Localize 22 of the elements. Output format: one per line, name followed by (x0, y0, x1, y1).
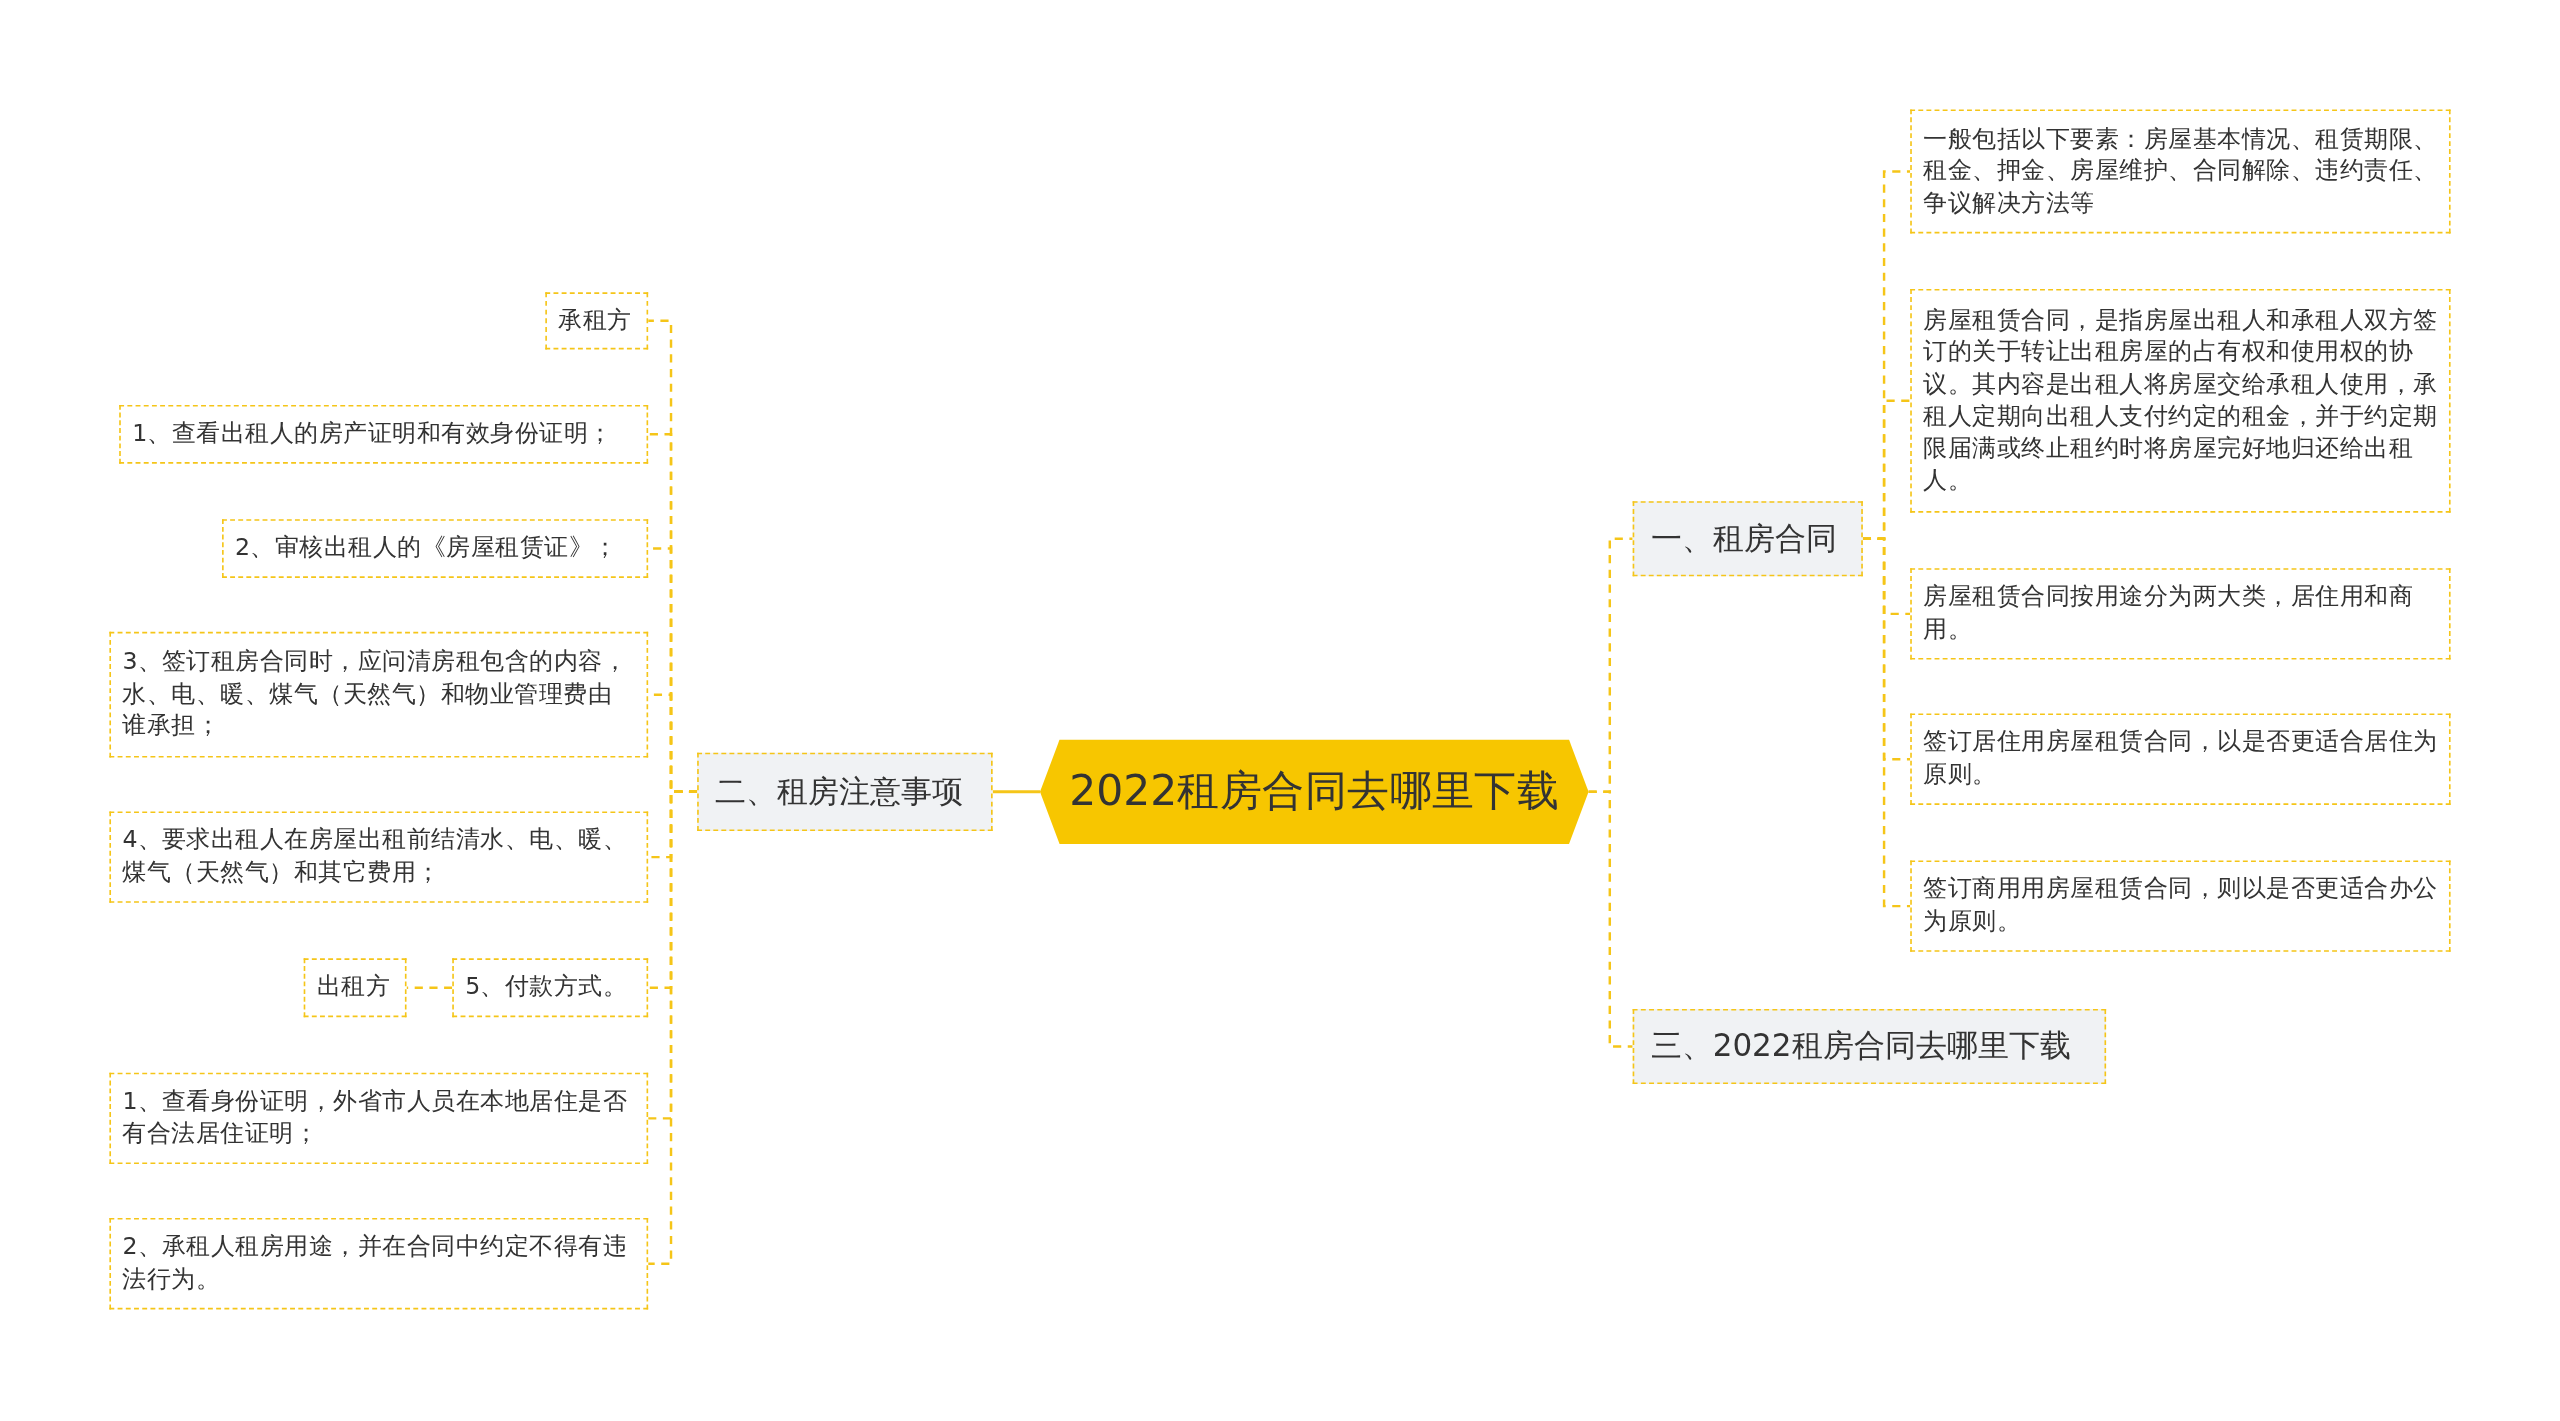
topic-box: 三、2022租房合同去哪里下载 (1632, 1009, 2107, 1085)
note-box: 一般包括以下要素：房屋基本情况、租赁期限、租金、押金、房屋维护、合同解除、违约责任、争议解决方法等 (1910, 109, 2451, 234)
note-box: 1、查看身份证明，外省市人员在本地居住是否有合法居住证明； (109, 1072, 649, 1165)
topic-box: 一、租房合同 (1632, 501, 1863, 577)
note-box: 房屋租赁合同，是指房屋出租人和承租人双方签订的关于转让出租房屋的占有权和使用权的协议。其内容是出租人将房屋交给承租人使用，承租人定期向出租人支付约定的租金，并于约定期限届满或终止租约时将房屋完好地归还给出租人。 (1910, 289, 2451, 513)
note-box: 房屋租赁合同按用途分为两大类，居住用和商用。 (1910, 568, 2451, 660)
connector-line (406, 986, 453, 989)
topic-box: 二、租房注意事项 (697, 752, 993, 831)
central-topic-hexagon: 2022租房合同去哪里下载 (1040, 739, 1589, 845)
note-box: 签订商用用房屋租赁合同，则以是否更适合办公为原则。 (1910, 860, 2451, 952)
note-box: 2、承租人租房用途，并在合同中约定不得有违法行为。 (109, 1217, 649, 1310)
connector-line (992, 790, 1040, 794)
note-box: 承租方 (545, 292, 649, 350)
note-box: 签订居住用房屋租赁合同，以是否更适合居住为原则。 (1910, 713, 2451, 805)
note-box: 3、签订租房合同时，应问清房租包含的内容，水、电、暖、煤气（天然气）和物业管理费由谁承担； (109, 631, 649, 758)
note-box: 5、付款方式。 (452, 958, 649, 1018)
note-box: 出租方 (303, 958, 407, 1018)
note-box: 1、查看出租人的房产证明和有效身份证明； (119, 404, 649, 464)
note-box: 2、审核出租人的《房屋租赁证》； (222, 519, 649, 578)
connector-line (1588, 790, 1633, 1048)
note-box: 4、要求出租人在房屋出租前结清水、电、暖、煤气（天然气）和其它费用； (109, 811, 649, 903)
connector-line (1862, 537, 1911, 908)
